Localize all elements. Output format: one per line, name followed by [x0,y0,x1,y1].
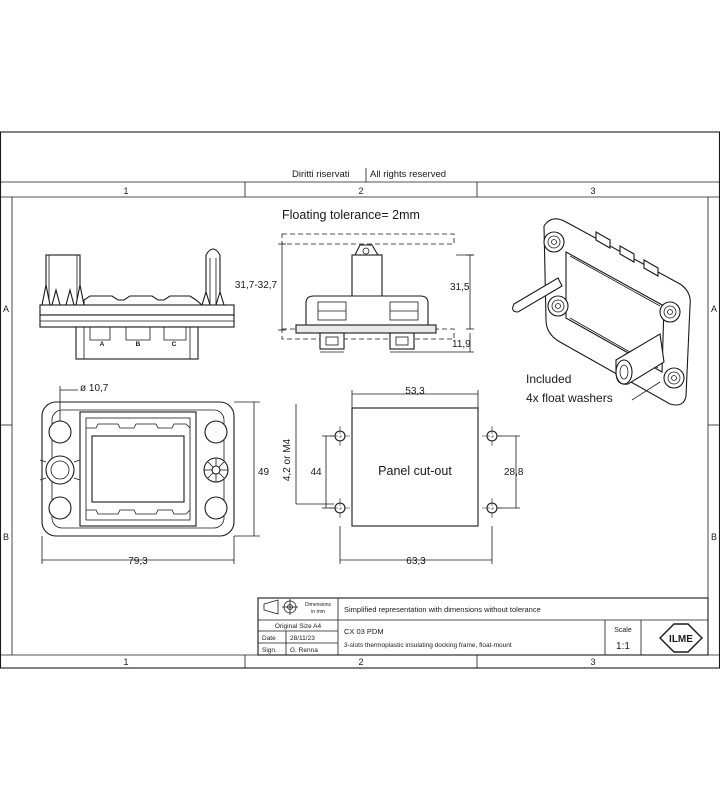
panel-cutout-label: Panel cut-out [378,464,452,478]
dim-frame-width: 79,3 [128,556,148,567]
date-value: 28/11/23 [290,635,315,642]
side-view: 31,7-32,7 31,5 11,9 [235,233,474,353]
column-label-1: 1 [123,186,128,196]
floating-tolerance-note: Floating tolerance= 2mm [282,208,420,222]
dims-note-1: Dimensions [305,602,332,608]
dim-frame-height: 49 [258,467,270,478]
sign-label: Sign. [262,647,277,654]
part-description: 3-slots thermoplastic insulating docking… [344,642,512,649]
scale-value: 1:1 [616,641,630,652]
column-label-3-bottom: 3 [590,657,595,667]
column-label-2: 2 [358,186,363,196]
dim-cutout-top: 53,3 [405,386,425,397]
logo-text: ILME [669,634,693,645]
part-code: CX 03 PDM [344,627,384,636]
scale-label: Scale [614,627,632,634]
column-label-2-bottom: 2 [358,657,363,667]
isometric-view: Included 4x float washers [512,218,691,406]
slot-label-a: A [100,341,105,348]
included-note-line1: Included [526,372,571,386]
dim-hole-spacing-vertical: 44 [310,467,322,478]
date-label: Date [262,635,276,642]
title-block: Dimensions in mm Simplified representati… [257,597,709,656]
front-view: A B C [39,248,235,360]
sign-value: G. Renna [290,647,318,654]
dim-depth-11-9: 11,9 [452,339,471,350]
column-label-3: 3 [590,186,595,196]
ilme-logo: ILME [659,623,703,653]
row-label-b-left: B [3,532,9,542]
original-size: Original Size A4 [275,623,322,630]
dim-hole-diameter: ø 10,7 [80,383,109,394]
dims-note-2: in mm [311,609,325,615]
simplified-note: Simplified representation with dimension… [344,605,541,614]
dim-screw-size: 4,2 or M4 [282,438,293,481]
slot-label-b: B [136,341,141,348]
dim-cutout-height: 28,8 [504,467,524,478]
rights-reserved-en: All rights reserved [370,169,446,180]
top-view: ø 10,7 49 79,3 [39,383,270,567]
row-label-b-right: B [711,532,717,542]
rights-reserved-it: Diritti riservati [292,169,350,180]
panel-cutout-view: Panel cut-out 53,3 63,3 44 28,8 4,2 or M… [282,386,524,567]
included-note-line2: 4x float washers [526,391,613,405]
row-label-a-right: A [711,304,717,314]
dim-height-range: 31,7-32,7 [235,280,278,291]
row-label-a-left: A [3,304,9,314]
slot-label-c: C [172,341,177,348]
dim-cutout-bottom: 63,3 [406,556,426,567]
column-label-1-bottom: 1 [123,657,128,667]
dim-height-31-5: 31,5 [450,282,470,293]
